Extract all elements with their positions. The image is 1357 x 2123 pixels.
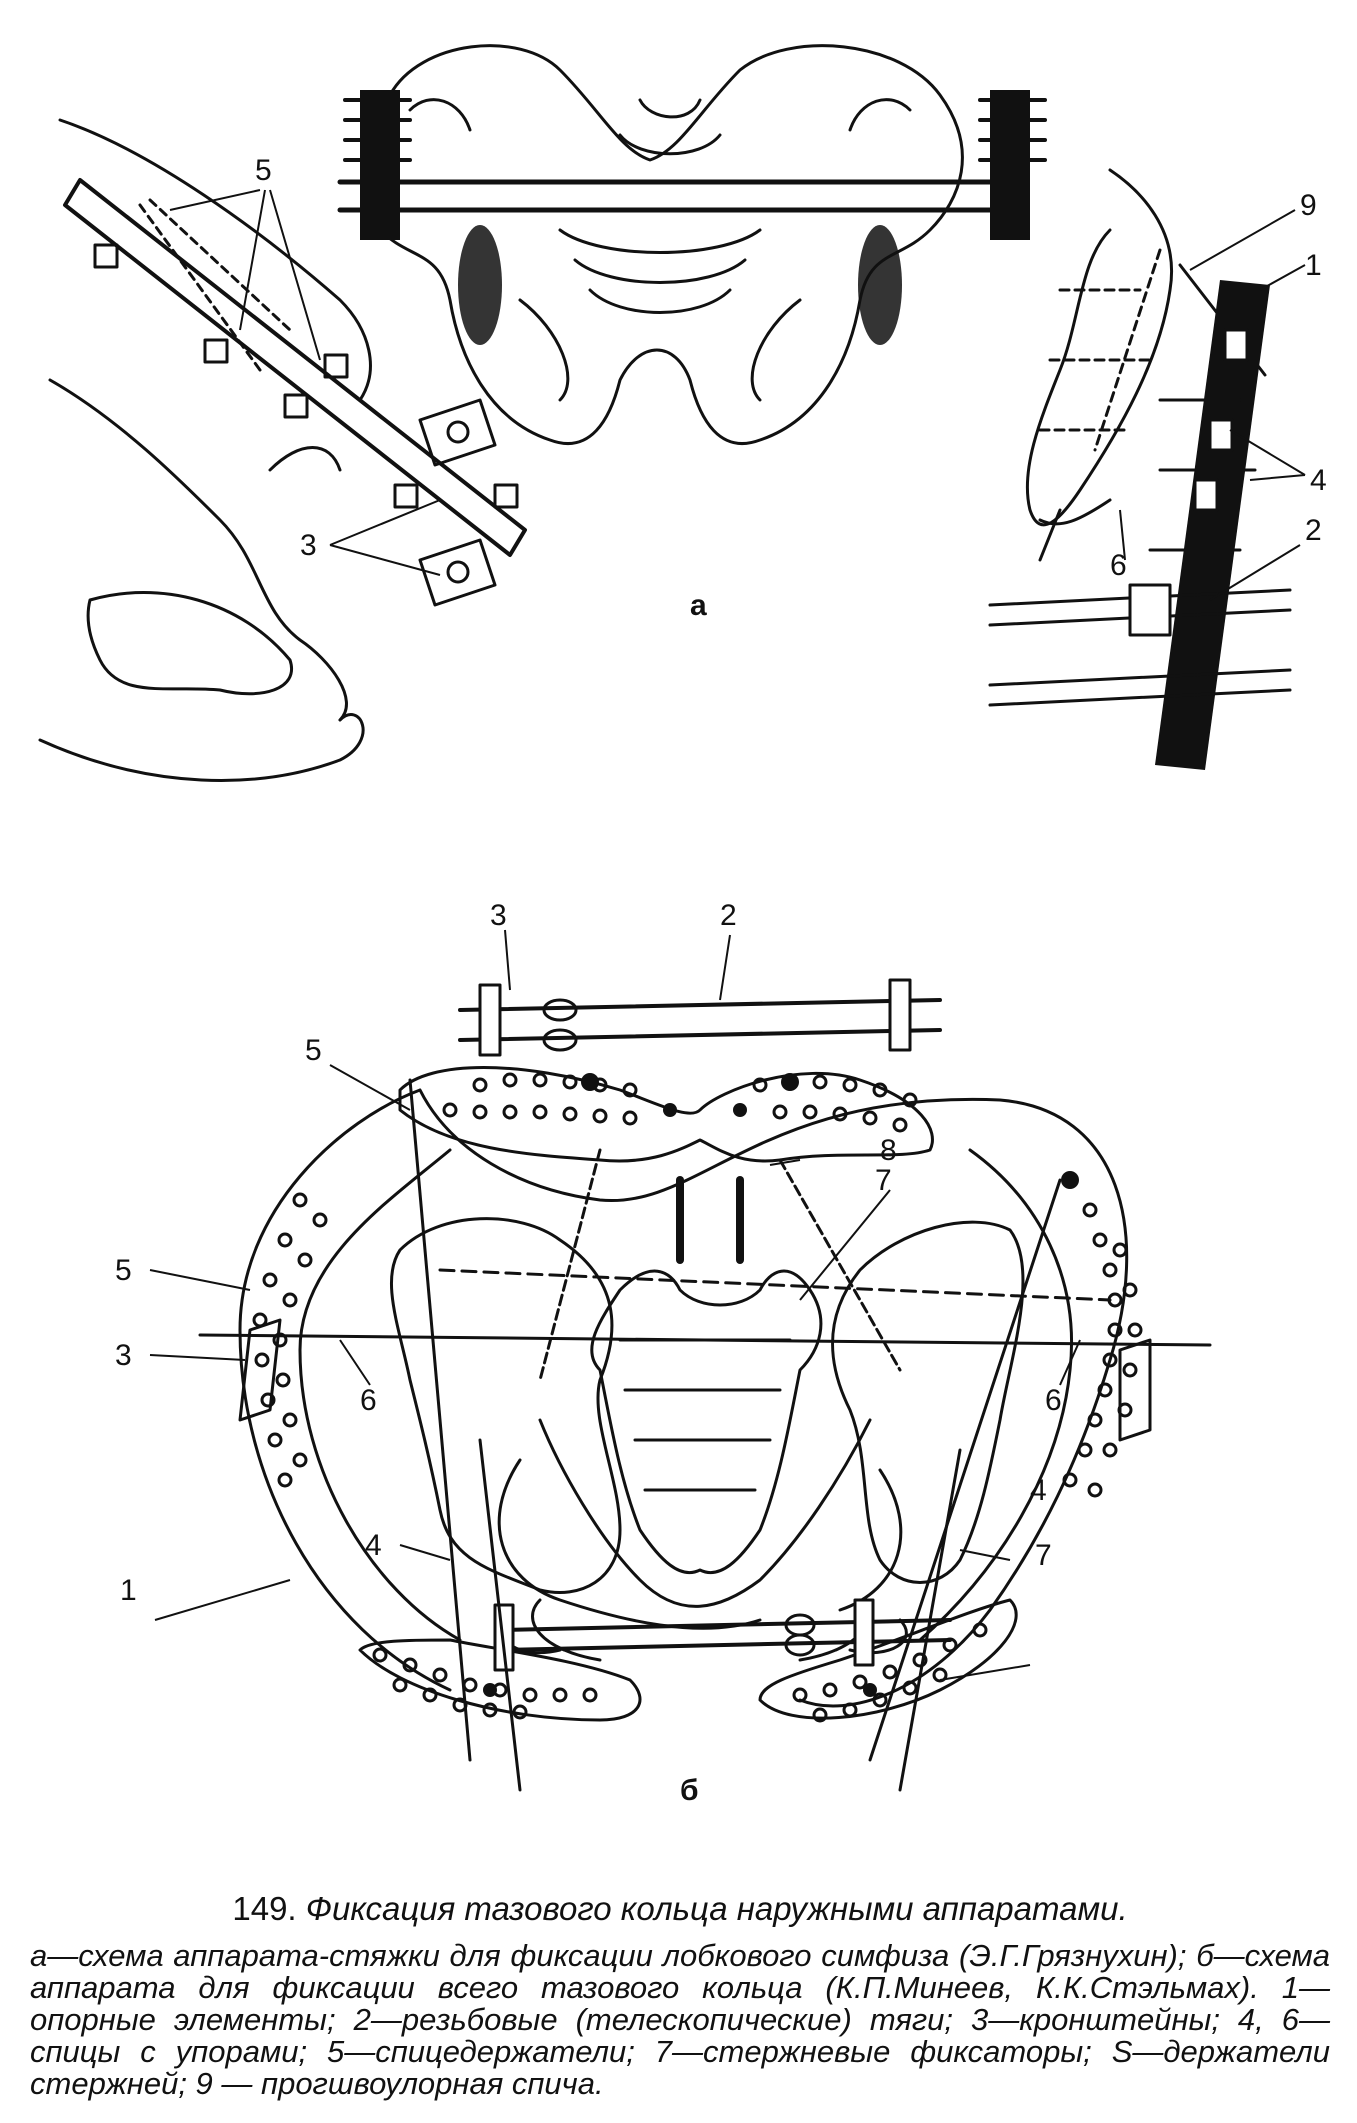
label-b-2: 2 [720,899,737,932]
caption-number: 149. [232,1890,297,1927]
ring-holes [252,1072,1143,1723]
caption-body: а—схема аппарата-стяжки для фиксации лоб… [30,1938,1330,2101]
label-b-8: 8 [880,1134,897,1167]
side-view-detail-right [988,168,1292,770]
ring-device [238,1066,1143,1723]
leader-lines [149,189,1306,1681]
compression-rod-left [63,178,527,607]
panel-label-b: б [680,1774,699,1807]
pelvis-top-view [360,44,964,446]
label-a-6: 6 [1110,549,1127,582]
label-a-5: 5 [255,154,272,187]
label-b-6-right: 6 [1045,1384,1062,1417]
labels-panel-a: 5 3 9 1 4 2 6 а [255,154,1327,622]
pelvic-fixation-diagram: 5 3 9 1 4 2 6 а 3 2 5 8 7 5 3 6 6 4 4 7 … [38,44,1327,1807]
label-a-2: 2 [1305,514,1322,547]
label-b-4-left: 4 [365,1529,382,1562]
label-b-3-top: 3 [490,899,507,932]
labels-panel-b: 3 2 5 8 7 5 3 6 6 4 4 7 1 б [115,899,1062,1807]
threaded-rods [458,978,952,1672]
label-a-4: 4 [1310,464,1327,497]
caption-title-text: Фиксация тазового кольца наружными аппар… [305,1890,1128,1927]
label-a-3: 3 [300,529,317,562]
pelvis-front-view [389,1217,1025,1662]
wires-and-pins [198,1078,1212,1792]
label-b-7-top: 7 [875,1164,892,1197]
label-a-9: 9 [1300,189,1317,222]
compression-device-top [337,90,1047,240]
figure-caption: 149. Фиксация тазового кольца наружными … [30,1890,1330,2100]
label-b-1: 1 [120,1574,137,1607]
filled-holes [483,1073,1079,1697]
label-b-3-left: 3 [115,1339,132,1372]
panel-label-a: а [690,589,707,622]
label-b-5-top: 5 [305,1034,322,1067]
label-b-5-left: 5 [115,1254,132,1287]
label-b-6-left: 6 [360,1384,377,1417]
hip-detail-left [38,118,372,782]
label-b-4-right: 4 [1030,1474,1047,1507]
caption-title: 149. Фиксация тазового кольца наружными … [30,1890,1330,1928]
label-b-7-right: 7 [1035,1539,1052,1572]
label-a-1: 1 [1305,249,1322,282]
